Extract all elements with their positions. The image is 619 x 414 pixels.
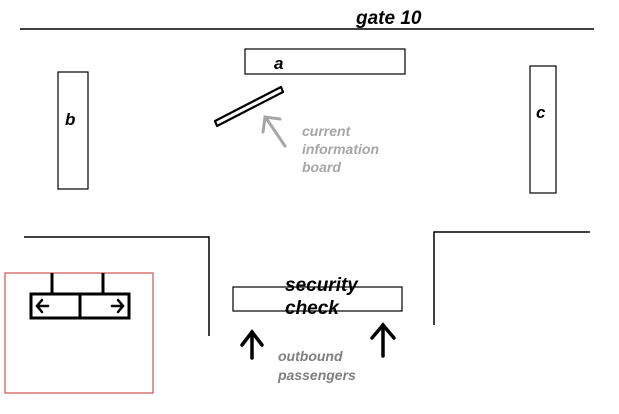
- security-check-box: [232, 286, 403, 312]
- information-board-label-line-3: board: [302, 159, 341, 175]
- passenger-arrow-left-icon: [240, 329, 264, 360]
- passenger-arrow-right-icon: [370, 322, 396, 358]
- area-a-label: a: [274, 54, 283, 73]
- area-a-box: [244, 48, 406, 75]
- information-board-label-line-2: information: [302, 141, 379, 157]
- information-board-shape: [213, 85, 285, 128]
- gate-title: gate 10: [355, 8, 422, 29]
- passenger-label-line-2: passengers: [277, 367, 356, 383]
- left-arrow-icon: [35, 298, 50, 314]
- security-check-label-line-2: check: [285, 298, 340, 319]
- left-lower-wall: [24, 236, 210, 336]
- area-c-label: c: [536, 103, 546, 122]
- highlight-box: [4, 272, 154, 394]
- right-arrow-icon: [110, 298, 125, 314]
- right-lower-wall: [433, 231, 590, 325]
- board-pointer-arrow-head: [261, 115, 282, 134]
- security-check-label-line-1: security: [285, 275, 359, 296]
- direction-sign: [29, 273, 131, 320]
- area-b-label: b: [65, 110, 75, 129]
- area-c-box: [529, 65, 557, 194]
- board-pointer-arrow: [261, 115, 287, 148]
- area-b-box: [57, 71, 89, 190]
- information-board: [213, 85, 285, 128]
- passenger-label-line-1: outbound: [278, 348, 343, 364]
- information-board-label-line-1: current: [302, 123, 352, 139]
- board-pointer-arrow-shaft: [264, 116, 287, 148]
